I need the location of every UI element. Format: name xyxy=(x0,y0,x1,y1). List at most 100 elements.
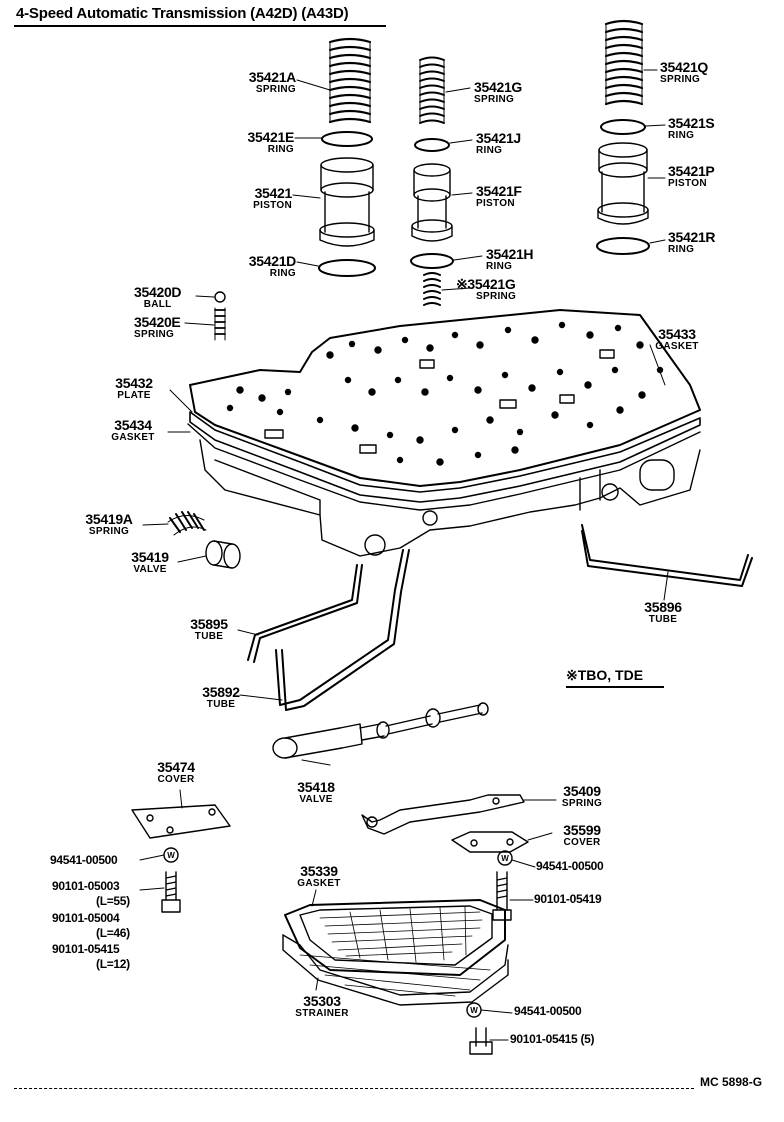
label-bolt-left-3: 90101-05415 (L=12) xyxy=(52,943,130,970)
part-desc: PLATE xyxy=(117,390,151,401)
label-35419: 35419 VALVE xyxy=(122,550,178,575)
ring-35421H xyxy=(410,253,454,269)
part-number: 35896 xyxy=(644,599,682,615)
bolt-bottom xyxy=(469,1027,493,1055)
part-desc: SPRING xyxy=(561,798,603,809)
part-desc: GASKET xyxy=(111,432,155,443)
ring-35421D xyxy=(318,259,376,277)
part-desc: SPRING xyxy=(255,84,296,95)
page-title: 4-Speed Automatic Transmission (A42D) (A… xyxy=(16,5,349,22)
label-35421G-marked: ※35421G SPRING xyxy=(456,277,516,302)
part-desc: GASKET xyxy=(655,341,699,352)
valve-body-assembly xyxy=(187,309,701,557)
diagram-code: MC 5898-G xyxy=(700,1075,763,1089)
valve-35418 xyxy=(272,702,489,759)
fastener-number: 90101-05415 xyxy=(52,942,120,956)
part-number: 35421H xyxy=(486,246,534,262)
part-number: 35433 xyxy=(658,326,696,342)
piston-35421F xyxy=(411,163,453,242)
fastener-number: 90101-05004 xyxy=(52,911,120,925)
footer-rule xyxy=(14,1088,694,1089)
leader-lines xyxy=(139,69,669,1041)
label-bolt-left-1: 90101-05003 (L=55) xyxy=(52,880,130,907)
title-underline xyxy=(14,25,386,27)
gasket-35339 xyxy=(284,899,506,976)
tube-35895 xyxy=(247,564,363,663)
label-35421H: 35421H RING xyxy=(486,246,534,272)
label-35421: 35421 PISTON xyxy=(200,186,292,211)
label-bolt-right: 90101-05419 xyxy=(534,893,602,905)
part-desc: GASKET xyxy=(297,878,341,889)
part-desc: COVER xyxy=(157,774,195,785)
label-35599: 35599 COVER xyxy=(552,823,612,848)
cover-35599 xyxy=(451,831,529,853)
tube-35892 xyxy=(275,549,410,711)
part-desc: BALL xyxy=(143,299,172,310)
label-35303: 35303 STRAINER xyxy=(284,994,360,1019)
fastener-number: 94541-00500 xyxy=(50,853,118,867)
ring-35421E xyxy=(321,131,373,147)
label-35421E: 35421E RING xyxy=(200,130,295,155)
part-number: 35421G xyxy=(474,79,523,95)
ring-35421S xyxy=(600,119,646,135)
label-washer-left: 94541-00500 xyxy=(50,853,118,867)
label-35420E: 35420E SPRING xyxy=(134,314,181,340)
part-desc: RING xyxy=(267,144,294,155)
label-35409: 35409 SPRING xyxy=(552,784,612,809)
part-desc: TUBE xyxy=(206,699,236,710)
part-desc: RING xyxy=(668,244,695,255)
spring-35420E xyxy=(214,307,226,341)
part-number: 35421P xyxy=(668,163,715,179)
part-number: 35339 xyxy=(300,863,338,879)
ring-35421J xyxy=(414,138,450,152)
part-desc: STRAINER xyxy=(295,1008,349,1019)
fastener-number: 94541-00500 xyxy=(514,1004,582,1018)
part-number: 35421 xyxy=(254,185,293,201)
part-number: 35434 xyxy=(114,417,152,433)
model-note: ※TBO, TDE xyxy=(566,667,644,683)
part-desc: VALVE xyxy=(133,564,167,575)
part-number: 35474 xyxy=(157,759,195,775)
label-35419A: 35419A SPRING xyxy=(74,512,144,537)
label-35418: 35418 VALVE xyxy=(286,780,346,805)
label-35421R: 35421R RING xyxy=(668,230,716,255)
label-35421G: 35421G SPRING xyxy=(474,80,522,105)
label-washer-right: 94541-00500 xyxy=(536,860,604,872)
strainer-35303 xyxy=(282,934,509,1006)
part-number: 35420E xyxy=(134,314,181,330)
part-desc: SPRING xyxy=(134,329,175,340)
label-35896: 35896 TUBE xyxy=(634,600,692,625)
label-35421S: 35421S RING xyxy=(668,115,715,141)
spring-35409 xyxy=(361,794,525,835)
bolt-left xyxy=(161,871,181,913)
label-35420D: 35420D BALL xyxy=(134,285,182,310)
bolt-right xyxy=(492,871,512,921)
part-number: 35421S xyxy=(668,115,715,131)
fastener-length: (L=12) xyxy=(96,957,130,971)
label-35474: 35474 COVER xyxy=(148,760,204,785)
part-desc: PISTON xyxy=(253,200,292,211)
piston-35421 xyxy=(319,157,375,247)
part-number: 35599 xyxy=(563,822,601,838)
part-number: 35303 xyxy=(303,993,341,1009)
part-desc: RING xyxy=(668,130,695,141)
spring-35421G-small xyxy=(423,272,441,306)
part-desc: COVER xyxy=(563,837,601,848)
valve-35419 xyxy=(205,540,241,569)
washer-mark-left: W xyxy=(167,851,175,860)
part-desc: RING xyxy=(486,261,513,272)
label-35433: 35433 GASKET xyxy=(642,327,712,352)
part-desc: SPRING xyxy=(88,526,130,537)
washer-mark-bottom: W xyxy=(470,1006,478,1015)
part-number: 35421D xyxy=(248,253,297,269)
part-desc: RING xyxy=(269,268,296,279)
part-number: 35895 xyxy=(190,616,228,632)
part-desc: TUBE xyxy=(648,614,678,625)
part-desc: SPRING xyxy=(474,94,515,105)
label-35421A: 35421A SPRING xyxy=(200,69,297,95)
spring-35419A xyxy=(167,511,207,536)
label-35434: 35434 GASKET xyxy=(102,418,164,443)
piston-35421P xyxy=(597,142,649,225)
part-number: 35421A xyxy=(248,69,297,85)
